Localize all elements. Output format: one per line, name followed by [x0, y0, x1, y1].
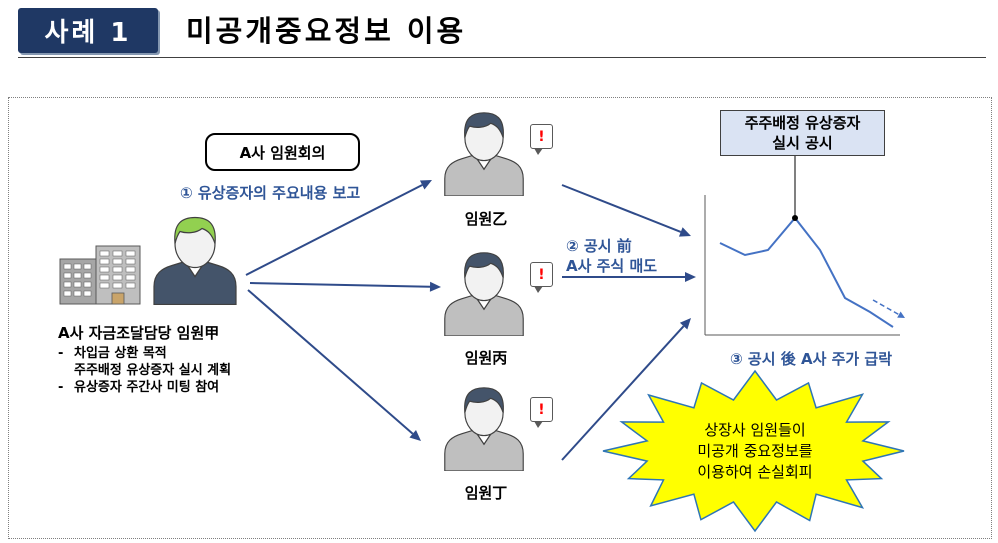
building-window [112, 250, 123, 257]
case-number-badge: 사례 1 [18, 8, 158, 53]
starburst-message: 상장사 임원들이 미공개 중요정보를 이용하여 손실회피 [645, 420, 865, 483]
building-window [99, 282, 110, 289]
building-window [73, 272, 82, 279]
diagram-frame [8, 97, 992, 539]
list-item: - 차입금 상환 목적 주주배정 유상증자 실시 계획 [58, 345, 231, 379]
building-window [63, 272, 72, 279]
building-window [73, 290, 82, 297]
page-title: 미공개중요정보 이용 [186, 14, 467, 48]
executive-byeong-person-icon [440, 248, 528, 336]
building-window [112, 258, 123, 265]
building-window [63, 281, 72, 288]
building-window [99, 274, 110, 281]
step-2-label: ② 공시 前 A사 주식 매도 [566, 236, 657, 276]
executive-eul-person-icon [440, 108, 528, 196]
building-window [112, 282, 123, 289]
starburst-line: 상장사 임원들이 [704, 421, 806, 439]
speech-bubble-alert-icon: ! [530, 124, 553, 155]
office-building-icon [58, 243, 143, 305]
step-3-label: ③ 공시 後 A사 주가 급락 [730, 350, 893, 368]
announcement-callout: 주주배정 유상증자 실시 공시 [720, 110, 885, 156]
title-divider [18, 57, 986, 58]
building-window [125, 274, 136, 281]
speech-bubble-alert-icon: ! [530, 262, 553, 293]
step-1-label: ① 유상증자의 주요내용 보고 [180, 184, 361, 202]
speech-bubble-alert-icon: ! [530, 397, 553, 428]
building-window [125, 282, 136, 289]
building-window [83, 263, 92, 270]
list-marker: - [58, 380, 64, 395]
building-window [112, 266, 123, 273]
source-details-list: - 차입금 상환 목적 주주배정 유상증자 실시 계획 - 유상증자 주간사 미… [58, 345, 231, 396]
meeting-box: A사 임원회의 [205, 133, 360, 171]
alert-mark: ! [538, 128, 545, 145]
executive-eul-label: 임원乙 [464, 210, 508, 228]
person-hair [464, 112, 504, 138]
executive-byeong-label: 임원丙 [464, 349, 508, 367]
building-left-windows [63, 263, 92, 297]
person-figure [444, 387, 524, 471]
source-executive-label: A사 자금조달담당 임원甲 [58, 324, 220, 342]
person-hair [174, 216, 216, 244]
alert-mark: ! [538, 266, 545, 283]
list-item: - 유상증자 주간사 미팅 참여 [58, 379, 231, 396]
building-window [99, 258, 110, 265]
building-window [125, 258, 136, 265]
callout-line: 실시 공시 [772, 134, 833, 152]
person-figure [444, 112, 524, 196]
building-window [73, 263, 82, 270]
step-2-line: ② 공시 前 [566, 237, 632, 255]
building-window [83, 272, 92, 279]
building-window [125, 250, 136, 257]
building-window [125, 266, 136, 273]
building-window [83, 290, 92, 297]
building-window [99, 266, 110, 273]
list-item-text: 차입금 상환 목적 주주배정 유상증자 실시 계획 [74, 345, 231, 379]
building-window [63, 290, 72, 297]
building-right-windows [99, 250, 136, 289]
building-window [63, 263, 72, 270]
building-window [83, 281, 92, 288]
executive-jeong-person-icon [440, 383, 528, 471]
list-item-line: 차입금 상환 목적 [74, 346, 167, 361]
starburst-line: 미공개 중요정보를 [697, 442, 813, 460]
list-marker: - [58, 346, 64, 361]
building-window [99, 250, 110, 257]
building-door [111, 292, 125, 305]
step-2-line: A사 주식 매도 [566, 257, 658, 275]
executive-jeong-label: 임원丁 [464, 484, 508, 502]
person-figure [444, 252, 524, 336]
list-item-line: 유상증자 주간사 미팅 참여 [74, 380, 220, 395]
person-hair [464, 252, 504, 278]
building-window [73, 281, 82, 288]
starburst-line: 이용하여 손실회피 [697, 463, 813, 481]
list-item-text: 유상증자 주간사 미팅 참여 [74, 379, 219, 396]
callout-line: 주주배정 유상증자 [744, 114, 861, 132]
building-window [112, 274, 123, 281]
list-item-line: 주주배정 유상증자 실시 계획 [74, 363, 232, 378]
person-figure [153, 216, 237, 305]
alert-mark: ! [538, 401, 545, 418]
person-hair [464, 387, 504, 413]
executive-gap-person-icon [150, 212, 240, 305]
building-figure [59, 245, 141, 305]
